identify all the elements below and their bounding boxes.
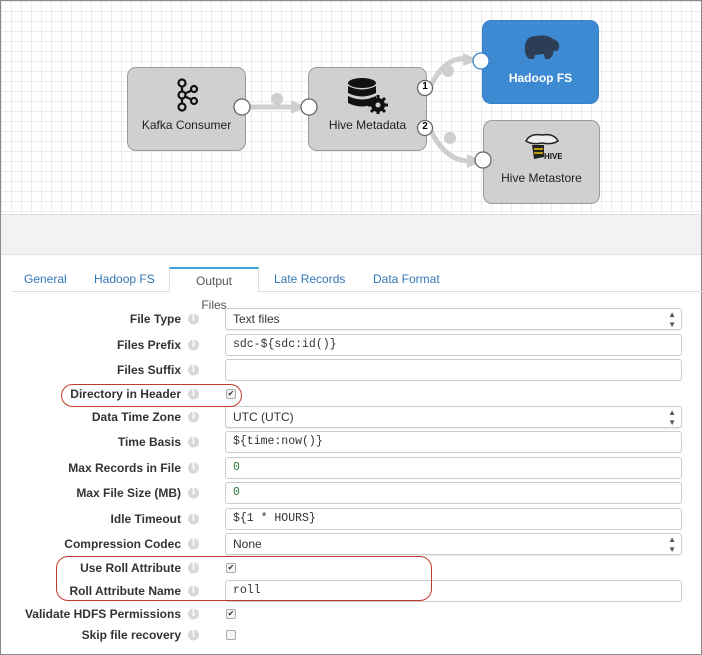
validate-hdfs-permissions-checkbox[interactable]: ✔	[226, 609, 236, 619]
field-label: Max File Size (MB)	[76, 486, 181, 501]
canvas-divider[interactable]	[1, 215, 701, 255]
node-kafka-consumer[interactable]: Kafka Consumer	[127, 67, 246, 151]
node-label: Hive Metastore	[501, 171, 582, 185]
info-icon[interactable]: i	[188, 388, 199, 399]
node-hive-metadata[interactable]: Hive Metadata	[308, 67, 427, 151]
tab-output-files[interactable]: Output Files	[169, 267, 259, 312]
field-label: Skip file recovery	[81, 628, 181, 642]
skip-file-recovery-checkbox[interactable]	[226, 630, 236, 640]
data-time-zone-select[interactable]: UTC (UTC) ▲▼	[225, 405, 682, 428]
roll-attribute-name-input[interactable]: roll	[225, 579, 682, 602]
field-files-suffix: Files Suffix i	[0, 358, 702, 384]
field-label: Idle Timeout	[110, 511, 181, 526]
info-icon[interactable]: i	[188, 462, 199, 474]
arrow-head	[463, 53, 479, 66]
files-prefix-input[interactable]: sdc-${sdc:id()}	[225, 333, 682, 356]
select-value: UTC (UTC)	[233, 409, 294, 424]
tab-data-format[interactable]: Data Format	[373, 272, 440, 286]
info-icon[interactable]: i	[188, 629, 199, 641]
use-roll-attribute-checkbox[interactable]: ✔	[226, 562, 236, 573]
info-icon[interactable]: i	[188, 487, 199, 499]
field-roll-attribute-name: Roll Attribute Name i roll	[0, 578, 702, 604]
field-label: Data Time Zone	[91, 409, 181, 424]
field-skip-file-recovery: Skip file recovery i	[0, 625, 702, 646]
select-value: Text files	[233, 312, 280, 327]
pipeline-links	[247, 53, 482, 168]
node-hadoop-fs[interactable]: Hadoop FS	[482, 20, 599, 104]
data-flow-icon	[444, 132, 456, 144]
node-hive-metastore[interactable]: HIVE Hive Metastore	[483, 120, 600, 204]
tab-general[interactable]: General	[24, 272, 67, 286]
compression-codec-select[interactable]: None ▲▼	[225, 533, 682, 556]
data-flow-icon	[442, 65, 454, 77]
output-files-form: File Type i Text files ▲▼ Files Prefix i …	[0, 307, 702, 646]
field-file-type: File Type i Text files ▲▼	[0, 307, 702, 333]
field-label: Directory in Header	[70, 386, 181, 401]
field-time-basis: Time Basis i ${time:now()}	[0, 430, 702, 456]
config-tabs: General Hadoop FS Output Files Late Reco…	[12, 267, 702, 312]
field-max-file-size: Max File Size (MB) i 0	[0, 481, 702, 507]
field-max-records: Max Records in File i 0	[0, 455, 702, 481]
idle-timeout-input[interactable]: ${1 * HOURS}	[225, 507, 682, 530]
info-icon[interactable]: i	[188, 585, 199, 597]
select-arrows-icon: ▲▼	[668, 407, 676, 427]
hive-icon: HIVE	[524, 133, 562, 161]
field-label: Validate HDFS Permissions	[24, 607, 181, 621]
arrow-head	[467, 154, 482, 168]
field-validate-hdfs-permissions: Validate HDFS Permissions i ✔	[0, 604, 702, 625]
time-basis-input[interactable]: ${time:now()}	[225, 431, 682, 454]
node-label: Hadoop FS	[508, 71, 573, 85]
select-arrows-icon: ▲▼	[668, 310, 676, 330]
info-icon[interactable]: i	[188, 339, 199, 351]
field-label: Time Basis	[117, 435, 181, 450]
field-label: File Type	[129, 312, 181, 327]
tab-hadoop-fs[interactable]: Hadoop FS	[94, 272, 155, 286]
field-compression-codec: Compression Codec i None ▲▼	[0, 532, 702, 558]
kafka-icon	[176, 78, 198, 112]
info-icon[interactable]: i	[188, 538, 199, 550]
field-label: Roll Attribute Name	[69, 583, 181, 598]
info-icon[interactable]: i	[188, 313, 199, 325]
field-use-roll-attribute: Use Roll Attribute i ✔	[0, 557, 702, 578]
select-value: None	[233, 537, 262, 552]
field-label: Use Roll Attribute	[80, 560, 181, 575]
info-icon[interactable]: i	[188, 608, 199, 620]
node-label: Kafka Consumer	[141, 118, 232, 132]
info-icon[interactable]: i	[188, 436, 199, 448]
info-icon[interactable]: i	[188, 562, 199, 573]
field-files-prefix: Files Prefix i sdc-${sdc:id()}	[0, 332, 702, 358]
database-gear-icon	[347, 78, 388, 114]
directory-in-header-checkbox[interactable]: ✔	[226, 388, 236, 399]
field-label: Max Records in File	[68, 460, 181, 475]
data-flow-icon	[271, 93, 283, 105]
info-icon[interactable]: i	[188, 364, 199, 376]
field-data-time-zone: Data Time Zone i UTC (UTC) ▲▼	[0, 404, 702, 430]
arrow-head	[291, 100, 306, 114]
max-file-size-input[interactable]: 0	[225, 482, 682, 505]
output-port-2-label: 2	[422, 121, 428, 132]
field-directory-in-header: Directory in Header i ✔	[0, 383, 702, 404]
field-label: Files Prefix	[116, 337, 181, 352]
svg-text:HIVE: HIVE	[544, 152, 562, 161]
pipeline-canvas[interactable]: Kafka Consumer Hive Metadata Hadoop FS H…	[1, 1, 701, 215]
tab-late-records[interactable]: Late Records	[274, 272, 346, 286]
field-idle-timeout: Idle Timeout i ${1 * HOURS}	[0, 506, 702, 532]
output-port-1-label: 1	[422, 81, 428, 92]
max-records-input[interactable]: 0	[225, 456, 682, 479]
select-arrows-icon: ▲▼	[668, 535, 676, 555]
files-suffix-input[interactable]	[225, 359, 682, 382]
field-label: Compression Codec	[64, 537, 181, 552]
info-icon[interactable]: i	[188, 513, 199, 525]
file-type-select[interactable]: Text files ▲▼	[225, 308, 682, 331]
node-label: Hive Metadata	[328, 118, 407, 132]
field-label: Files Suffix	[116, 363, 181, 378]
link-hive-metadata-hive-metastore	[428, 129, 470, 164]
info-icon[interactable]: i	[188, 411, 199, 423]
hadoop-elephant-icon	[524, 35, 559, 59]
link-hive-metadata-hadoop-fs	[428, 56, 467, 87]
